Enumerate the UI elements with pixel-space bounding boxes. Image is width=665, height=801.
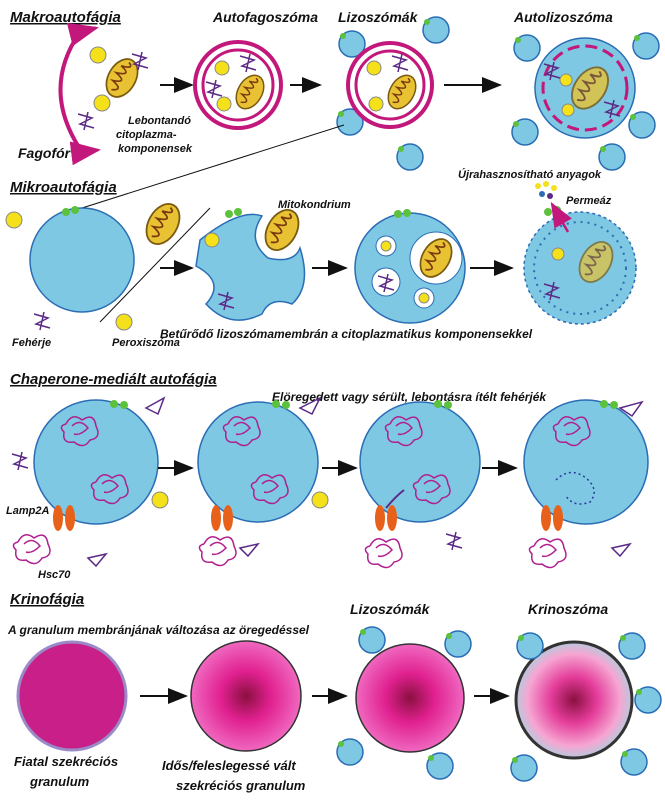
section-title-crinophagy: Krinofágia (10, 591, 84, 608)
zoom-line-bottom (99, 207, 211, 323)
label-mitochondrion: Mitokondrium (278, 199, 351, 211)
crinosome (510, 632, 662, 782)
lysosome-degrading (523, 181, 637, 325)
label-recycled: Újrahasznosítható anyagok (458, 168, 602, 181)
section-title-macroautophagy: Makroautofágia (10, 9, 121, 26)
label-permease: Permeáz (566, 195, 612, 207)
cma-stage-1 (11, 396, 169, 568)
section-title-microautophagy: Mikroautofágia (10, 179, 117, 196)
label-invagination: Betűrődő lizoszómamembrán a citoplazmati… (160, 327, 533, 341)
granule-old (190, 640, 302, 752)
label-crinosome: Krinoszóma (528, 601, 608, 617)
label-peroxisome: Peroxiszóma (112, 337, 180, 349)
granule-with-lysosomes (336, 626, 472, 780)
label-damaged-proteins: Elöregedett vagy sérült, lebontásra ítél… (272, 390, 547, 404)
label-autolysosome: Autolizoszóma (513, 9, 613, 25)
label-young-granule-1: Fiatal szekréciós (14, 754, 118, 769)
autophagosome (193, 40, 283, 130)
label-cargo-1: Lebontandó (128, 115, 191, 127)
label-membrane-change: A granulum membránjának változása az öre… (7, 623, 310, 637)
phagophore-stage (58, 22, 149, 166)
label-hsc70: Hsc70 (38, 569, 71, 581)
section-title-cma: Chaperone-mediált autofágia (10, 371, 217, 388)
label-young-granule-2: granulum (29, 774, 90, 789)
granule-young (16, 640, 128, 752)
lysosome-large (5, 197, 188, 331)
label-phagophore: Fagofór (18, 145, 72, 161)
lysosome-invaginating (195, 203, 307, 321)
cma-stage-3 (359, 400, 481, 569)
label-cargo-3: komponensek (118, 143, 193, 155)
cma-stage-2 (197, 396, 329, 567)
cma-stage-4 (523, 399, 649, 569)
label-autophagosome: Autofagoszóma (212, 9, 318, 25)
label-lysosomes-macro: Lizoszómák (338, 9, 419, 25)
label-cargo-2: citoplazma- (116, 129, 177, 141)
autolysosome (511, 32, 660, 171)
label-protein: Fehérje (12, 337, 51, 349)
label-lamp2a: Lamp2A (6, 505, 49, 517)
zoom-line-top (59, 124, 345, 216)
autophagosome-with-lysosomes (336, 16, 450, 171)
label-lysosomes-krino: Lizoszómák (350, 601, 431, 617)
label-old-granule-2: szekréciós granulum (176, 778, 306, 793)
label-old-granule-1: Idős/feleslegessé vált (162, 758, 296, 773)
lysosome-with-vesicles (354, 209, 466, 324)
